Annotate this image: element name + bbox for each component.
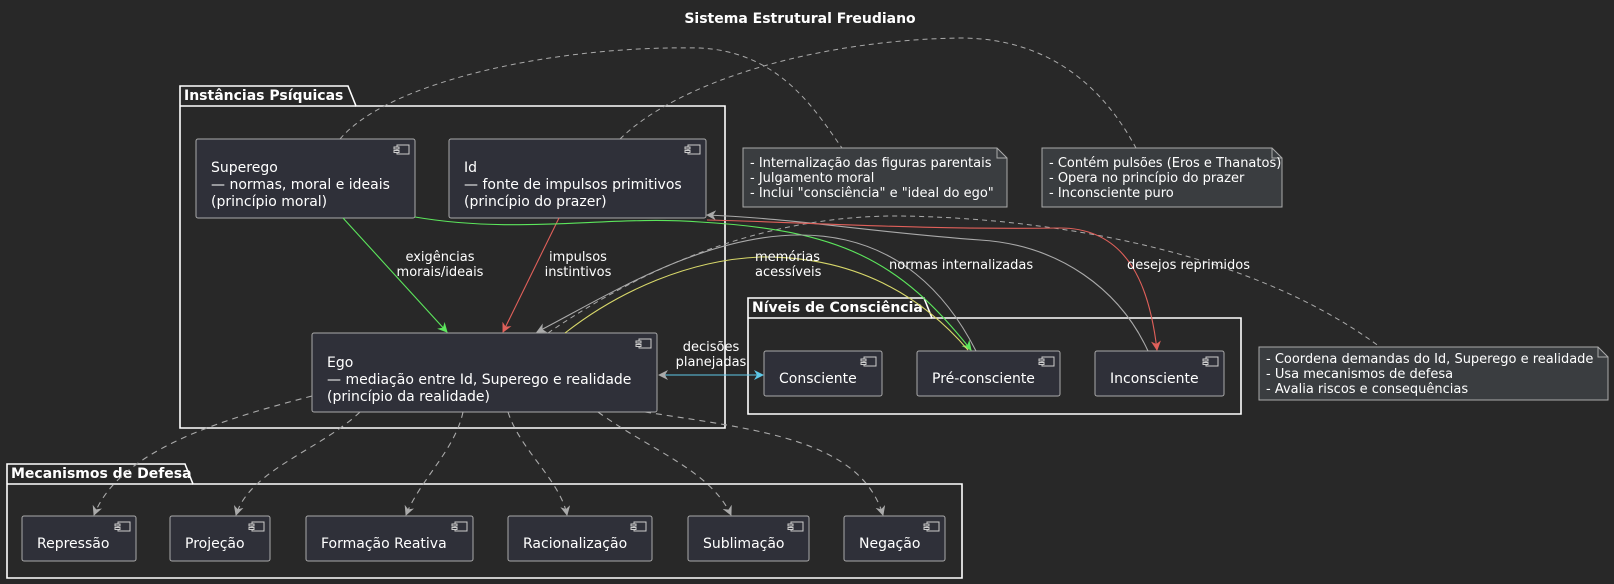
edge-ego-sublimacao xyxy=(597,411,732,516)
package-mecanismos: Mecanismos de Defesa xyxy=(6,463,963,579)
note-id-line-3: - Inconsciente puro xyxy=(1049,186,1174,201)
component-icon xyxy=(393,144,410,155)
edge-ego-preconsciente xyxy=(564,256,969,351)
note-ego: - Coordena demandas do Id, Superego e re… xyxy=(1258,346,1609,401)
preconsciente-label: Pré-consciente xyxy=(932,371,1035,387)
note-superego-line-3: - Inclui "consciência" e "ideal do ego" xyxy=(750,186,994,201)
edge-ego-projecao xyxy=(233,411,361,516)
projecao-label: Projeção xyxy=(185,536,245,552)
package-mecanismos-label: Mecanismos de Defesa xyxy=(11,466,192,482)
edge-superego-ego xyxy=(342,217,448,333)
sublimacao-label: Sublimação xyxy=(703,536,784,552)
label-exigencias-2: morais/ideais xyxy=(397,265,484,280)
component-repressao[interactable]: Repressão xyxy=(21,515,137,562)
diagram-title: Sistema Estrutural Freudiano xyxy=(684,11,916,27)
component-id[interactable]: Id — fonte de impulsos primitivos (princ… xyxy=(448,138,707,219)
repressao-label: Repressão xyxy=(37,536,109,552)
label-impulsos-1: impulsos xyxy=(549,250,607,265)
component-formacao-reativa[interactable]: Formação Reativa xyxy=(305,515,474,562)
note-superego: - Internalização das figuras parentais -… xyxy=(742,147,1008,208)
label-decisoes-2: planejadas xyxy=(676,355,747,370)
edge-superego-preconsciente xyxy=(414,216,972,351)
component-preconsciente[interactable]: Pré-consciente xyxy=(916,350,1061,397)
superego-desc: — normas, moral e ideais xyxy=(211,177,390,193)
note-superego-line-2: - Julgamento moral xyxy=(750,171,874,186)
edge-ego-repressao xyxy=(92,395,313,516)
edge-ego-racionalizacao xyxy=(507,411,571,516)
component-icon xyxy=(451,521,468,532)
label-normas: normas internalizadas xyxy=(889,258,1033,273)
superego-principle: (princípio moral) xyxy=(211,194,327,210)
component-projecao[interactable]: Projeção xyxy=(169,515,271,562)
component-ego[interactable]: Ego — mediação entre Id, Superego e real… xyxy=(311,332,658,413)
racionalizacao-label: Racionalização xyxy=(523,536,627,552)
ego-desc: — mediação entre Id, Superego e realidad… xyxy=(327,372,631,388)
package-instancias: Instâncias Psíquicas xyxy=(179,85,726,429)
note-ego-line-3: - Avalia riscos e consequências xyxy=(1266,382,1468,397)
component-icon xyxy=(248,521,265,532)
note-superego-line-1: - Internalização das figuras parentais xyxy=(750,156,992,171)
edge-preconsciente-ego xyxy=(536,234,977,352)
component-icon xyxy=(1038,356,1055,367)
edge-id-inconsciente xyxy=(706,219,1161,351)
label-decisoes-1: decisões xyxy=(683,340,740,355)
id-principle: (princípio do prazer) xyxy=(464,194,607,210)
consciente-label: Consciente xyxy=(779,371,857,387)
component-icon xyxy=(1202,356,1219,367)
id-desc: — fonte de impulsos primitivos xyxy=(464,177,682,193)
formacao-reativa-label: Formação Reativa xyxy=(321,536,447,552)
note-id-line-2: - Opera no princípio do prazer xyxy=(1049,171,1245,186)
component-sublimacao[interactable]: Sublimação xyxy=(687,515,810,562)
component-icon xyxy=(684,144,701,155)
component-negacao[interactable]: Negação xyxy=(843,515,946,562)
component-icon xyxy=(114,521,131,532)
component-icon xyxy=(860,356,877,367)
inconsciente-label: Inconsciente xyxy=(1110,371,1199,387)
label-memorias-2: acessíveis xyxy=(755,265,822,280)
component-icon xyxy=(635,338,652,349)
component-icon xyxy=(923,521,940,532)
edge-ego-formacao xyxy=(404,411,464,516)
package-niveis-label: Níveis de Consciência xyxy=(752,300,923,316)
edge-labels: exigências morais/ideais impulsos instin… xyxy=(397,250,1251,370)
negacao-label: Negação xyxy=(859,536,920,552)
defense-edges xyxy=(92,395,886,516)
package-instancias-label: Instâncias Psíquicas xyxy=(184,88,343,104)
label-memorias-1: memórias xyxy=(755,250,820,265)
id-name: Id xyxy=(464,160,477,176)
superego-name: Superego xyxy=(211,160,278,176)
note-ego-line-1: - Coordena demandas do Id, Superego e re… xyxy=(1266,352,1593,367)
label-desejos: desejos reprimidos xyxy=(1127,258,1250,273)
component-icon xyxy=(630,521,647,532)
ego-name: Ego xyxy=(327,355,353,371)
component-superego[interactable]: Superego — normas, moral e ideais (princ… xyxy=(195,138,416,219)
note-ego-line-2: - Usa mecanismos de defesa xyxy=(1266,367,1453,382)
note-id: - Contém pulsões (Eros e Thanatos) - Ope… xyxy=(1041,147,1283,208)
edges xyxy=(342,210,1161,380)
label-impulsos-2: instintivos xyxy=(545,265,612,280)
component-inconsciente[interactable]: Inconsciente xyxy=(1094,350,1225,397)
edge-id-ego xyxy=(502,217,560,333)
component-icon xyxy=(787,521,804,532)
label-exigencias-1: exigências xyxy=(405,250,474,265)
note-id-line-1: - Contém pulsões (Eros e Thanatos) xyxy=(1049,156,1281,171)
edge-ego-negacao xyxy=(644,411,886,516)
component-racionalizacao[interactable]: Racionalização xyxy=(507,515,653,562)
ego-principle: (princípio da realidade) xyxy=(327,389,490,405)
component-consciente[interactable]: Consciente xyxy=(763,350,883,397)
edge-inconsciente-id xyxy=(706,210,1149,352)
